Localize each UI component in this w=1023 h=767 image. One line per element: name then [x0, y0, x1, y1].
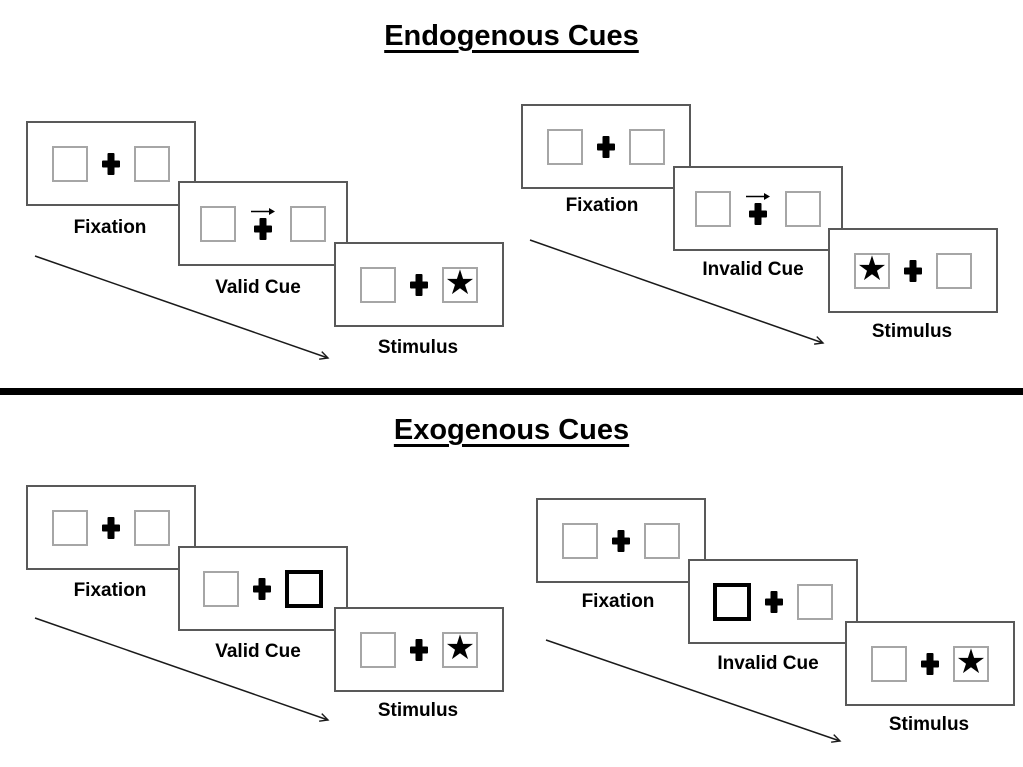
target-box-left: ★ — [854, 250, 890, 289]
target-box-right: ★ — [442, 629, 478, 668]
fixation-panel — [521, 104, 691, 189]
valid-cue-panel — [178, 546, 348, 631]
panel-label-fixation: Fixation — [73, 217, 147, 238]
fixation-cross-icon — [612, 530, 630, 552]
section-divider — [0, 388, 1023, 395]
panel-label-stimulus: Stimulus — [871, 321, 953, 342]
fixation-cross-icon — [410, 274, 428, 296]
fixation-cross-icon — [102, 153, 120, 175]
highlighted-cue-box-right — [285, 569, 323, 608]
star-icon: ★ — [955, 643, 987, 681]
panel-label-stimulus: Stimulus — [377, 700, 459, 721]
fixation-cross-icon — [597, 136, 615, 158]
timeline-arrow — [34, 617, 330, 722]
fixation-cross-icon — [921, 653, 939, 675]
placeholder-box-right — [797, 583, 833, 620]
fixation-panel — [26, 485, 196, 570]
stimulus-panel: ★ — [334, 607, 504, 692]
panel-label-fixation: Fixation — [565, 195, 639, 216]
fixation-cross-icon — [102, 517, 120, 539]
placeholder-box-right — [134, 145, 170, 182]
placeholder-box-right — [785, 190, 821, 227]
panel-label-fixation: Fixation — [73, 580, 147, 601]
panel-label-stimulus: Stimulus — [888, 714, 970, 735]
cue-arrow-icon — [251, 208, 275, 215]
highlighted-cue-box-left — [713, 582, 751, 621]
placeholder-box-right — [290, 205, 326, 242]
stimulus-panel: ★ — [334, 242, 504, 327]
fixation-cross-icon — [254, 218, 272, 240]
fixation-cross-icon — [253, 578, 271, 600]
placeholder-box-left — [52, 509, 88, 546]
placeholder-box-right — [936, 252, 972, 289]
panel-label-cue: Invalid Cue — [717, 653, 819, 674]
star-icon: ★ — [444, 629, 476, 667]
placeholder-box-left — [200, 205, 236, 242]
placeholder-box-left — [547, 128, 583, 165]
stimulus-panel: ★ — [828, 228, 998, 313]
placeholder-box-left — [562, 522, 598, 559]
star-icon: ★ — [856, 250, 888, 288]
stimulus-panel: ★ — [845, 621, 1015, 706]
section-title-endogenous: Endogenous Cues — [384, 20, 639, 52]
placeholder-box-left — [871, 645, 907, 682]
fixation-cross-icon — [749, 203, 767, 225]
placeholder-box-left — [203, 570, 239, 607]
fixation-panel — [26, 121, 196, 206]
placeholder-box-left — [695, 190, 731, 227]
fixation-cross-icon — [765, 591, 783, 613]
fixation-panel — [536, 498, 706, 583]
invalid-cue-panel — [688, 559, 858, 644]
star-icon: ★ — [444, 264, 476, 302]
placeholder-box-right — [134, 509, 170, 546]
fixation-cross-icon — [410, 639, 428, 661]
target-box-right: ★ — [442, 264, 478, 303]
target-box-right: ★ — [953, 643, 989, 682]
timeline-arrow — [529, 239, 825, 345]
placeholder-box-left — [360, 631, 396, 668]
panel-label-cue: Valid Cue — [215, 641, 301, 662]
panel-label-cue: Valid Cue — [215, 277, 301, 298]
placeholder-box-right — [644, 522, 680, 559]
section-title-exogenous: Exogenous Cues — [393, 414, 630, 446]
cue-arrow-icon — [746, 193, 770, 200]
timeline-arrow — [34, 255, 330, 360]
placeholder-box-right — [629, 128, 665, 165]
placeholder-box-left — [52, 145, 88, 182]
panel-label-cue: Invalid Cue — [702, 259, 804, 280]
panel-label-stimulus: Stimulus — [377, 337, 459, 358]
placeholder-box-left — [360, 266, 396, 303]
panel-label-fixation: Fixation — [581, 591, 655, 612]
valid-cue-panel — [178, 181, 348, 266]
invalid-cue-panel — [673, 166, 843, 251]
fixation-cross-icon — [904, 260, 922, 282]
